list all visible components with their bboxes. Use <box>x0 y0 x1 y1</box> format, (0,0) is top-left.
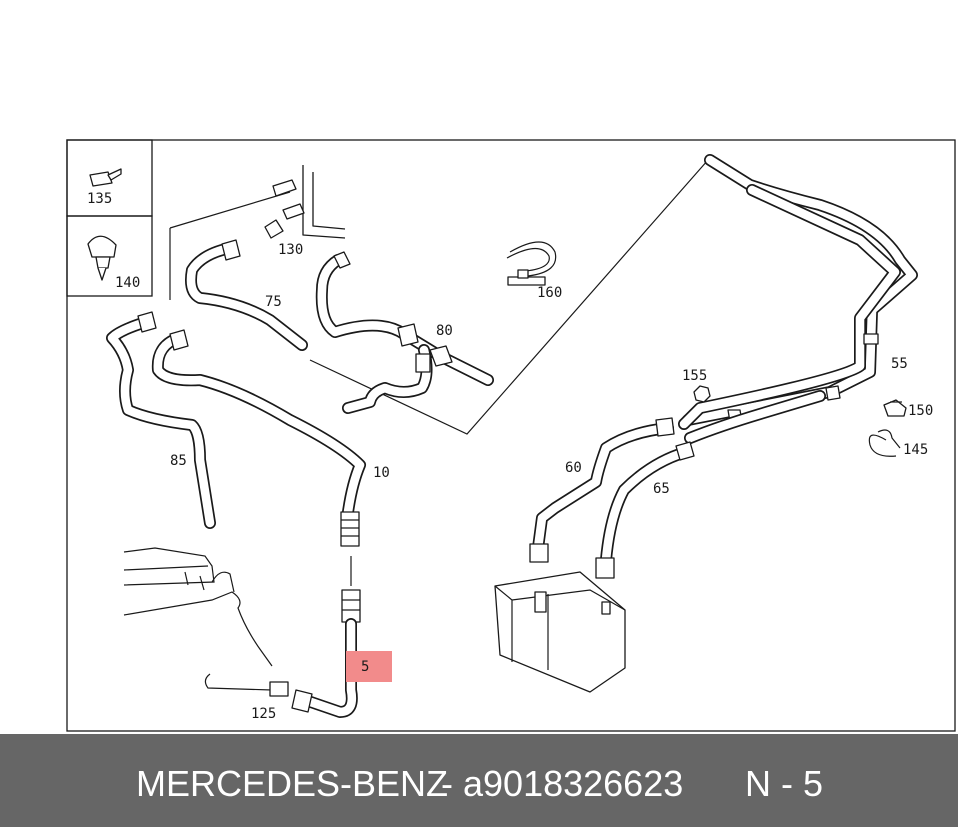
diagram-frame <box>66 139 956 732</box>
callout-75: 75 <box>265 294 282 310</box>
callout-55: 55 <box>891 356 908 372</box>
guide-lines <box>169 159 709 435</box>
hose-80 <box>315 251 494 414</box>
callout-85: 85 <box>170 453 187 469</box>
callout-150: 150 <box>908 403 933 419</box>
pipe-65 <box>595 390 826 579</box>
part-number: a9018326623 <box>463 763 684 804</box>
part-140-expanding-clip <box>87 235 117 281</box>
hose-85 <box>106 311 216 529</box>
hose-5 <box>291 556 361 718</box>
part-150-nut <box>883 399 907 417</box>
part-160-bracket <box>506 241 557 286</box>
part-130-radiator-connection <box>264 165 346 239</box>
callout-60: 60 <box>565 460 582 476</box>
callout-position: N - 5 <box>745 763 824 804</box>
part-135-clip <box>89 168 122 187</box>
callout-65: 65 <box>653 481 670 497</box>
part-125-clamp <box>204 673 289 697</box>
callout-125: 125 <box>251 706 276 722</box>
footer-separator: - <box>441 763 453 804</box>
part-155-nut <box>693 385 711 403</box>
part-info-footer: MERCEDES-BENZ - a9018326623 N - 5 <box>0 734 958 827</box>
callout-140: 140 <box>115 275 140 291</box>
callout-130: 130 <box>278 242 303 258</box>
pipe-55 <box>678 154 918 430</box>
callout-80: 80 <box>436 323 453 339</box>
callout-155: 155 <box>682 368 707 384</box>
callout-135: 135 <box>87 191 112 207</box>
parts-diagram: 5 10 55 60 65 75 80 85 125 130 135 140 1… <box>66 139 956 732</box>
callout-160: 160 <box>537 285 562 301</box>
callout-5: 5 <box>361 659 369 675</box>
callout-145: 145 <box>903 442 928 458</box>
brand-name: MERCEDES-BENZ <box>136 763 449 804</box>
hose-75 <box>185 239 308 351</box>
part-145-clip <box>868 429 901 457</box>
pipe-60 <box>529 417 675 563</box>
heater-unit <box>494 571 626 693</box>
callout-10: 10 <box>373 465 390 481</box>
highlight-box <box>346 651 392 682</box>
engine-block-outline <box>123 547 273 667</box>
hose-10 <box>151 329 366 547</box>
legend-box-140 <box>66 215 153 297</box>
